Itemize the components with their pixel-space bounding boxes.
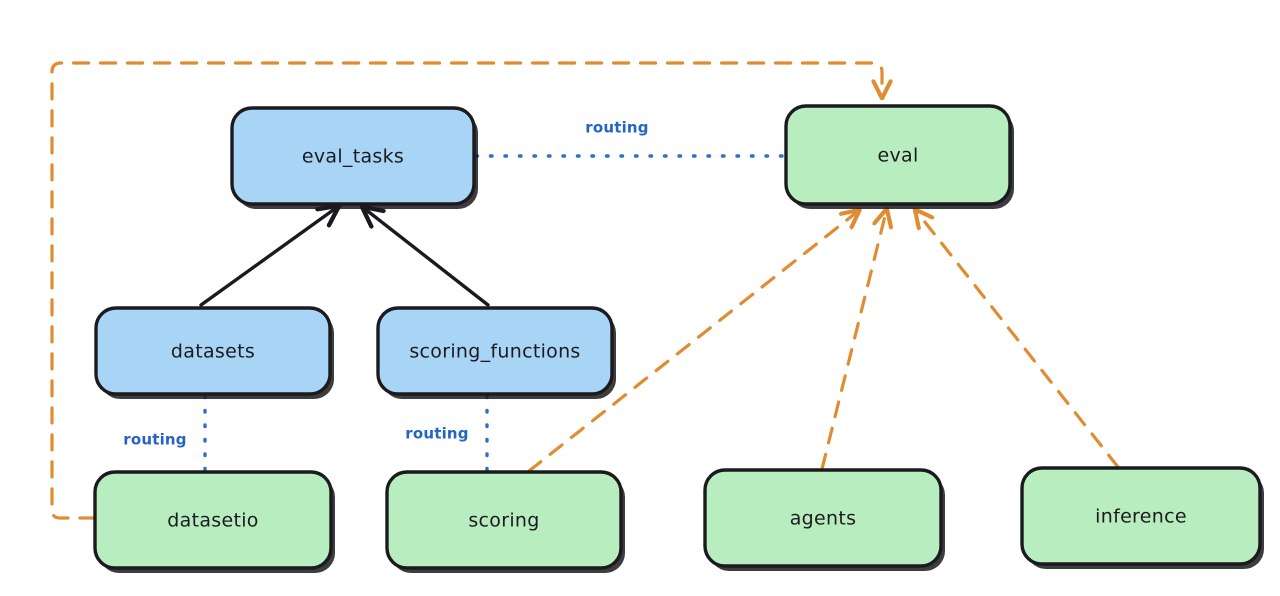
dependency-edges (50, 61, 1120, 520)
node-eval-tasks-label: eval_tasks (302, 146, 404, 168)
node-scoring[interactable]: scoring (385, 470, 625, 573)
edge-datasets-eval-tasks[interactable] (199, 208, 336, 307)
edge-inference-eval[interactable] (917, 212, 1120, 469)
node-scoring-functions-body (376, 306, 614, 396)
edge-label-routing-scoring: routing (405, 425, 469, 443)
node-datasets[interactable]: datasets (94, 306, 334, 399)
edge-scoring-eval[interactable] (527, 212, 857, 473)
node-scoring-functions-label: scoring_functions (409, 341, 580, 363)
node-agents-body (703, 468, 943, 568)
node-agents-label: agents (790, 508, 857, 530)
node-datasetio-body (93, 470, 333, 570)
node-datasetio[interactable]: datasetio (93, 470, 335, 573)
node-datasets-label: datasets (171, 341, 255, 363)
node-scoring-functions[interactable]: scoring_functions (376, 306, 616, 399)
edge-label-routing-datasetio: routing (123, 431, 187, 449)
node-datasetio-label: datasetio (167, 510, 258, 532)
edge-label-routing-eval: routing (585, 119, 649, 137)
node-eval-tasks[interactable]: eval_tasks (230, 106, 478, 209)
node-agents[interactable]: agents (703, 468, 945, 571)
node-eval[interactable]: eval (784, 104, 1014, 209)
edge-datasetio-eval[interactable] (50, 61, 882, 520)
node-eval-body (784, 104, 1012, 206)
edge-agents-eval[interactable] (820, 212, 886, 471)
composition-edges (199, 208, 490, 307)
edge-labels: routing routing routing (123, 119, 649, 449)
node-scoring-body (385, 470, 623, 570)
node-scoring-label: scoring (468, 510, 539, 532)
node-eval-tasks-body (230, 106, 476, 206)
node-datasets-body (94, 306, 332, 396)
node-inference-body (1020, 466, 1262, 566)
node-inference[interactable]: inference (1020, 466, 1264, 569)
node-inference-label: inference (1095, 506, 1187, 528)
edge-scoring-functions-eval-tasks[interactable] (365, 209, 490, 307)
node-eval-label: eval (877, 145, 918, 167)
